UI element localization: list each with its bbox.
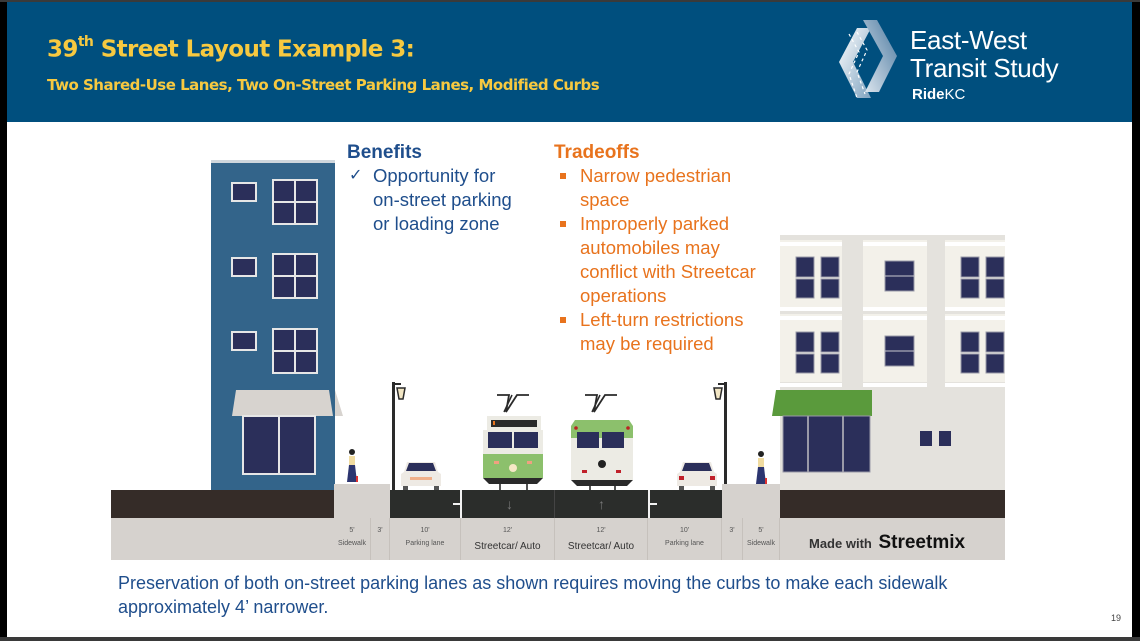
tradeoff-item: Narrow pedestrian space xyxy=(554,164,756,212)
benefit-line: or loading zone xyxy=(373,213,500,234)
footer-note: Preservation of both on-street parking l… xyxy=(118,573,948,617)
segment-name: Sidewalk xyxy=(337,540,366,547)
street-cross-section: ↓ ↑ 5' Sidewalk 3' 10' Parking lane 12' … xyxy=(7,2,1132,637)
slide-title: 39th Street Layout Example 3: xyxy=(47,34,415,63)
segment-streetcar-lane-1: 12' Streetcar/ Auto xyxy=(461,518,555,560)
title-text: Street Layout Example 3: xyxy=(93,36,415,63)
tradeoff-line: space xyxy=(580,189,630,210)
benefits-section: Benefits ✓ Opportunity for on-street par… xyxy=(347,142,512,236)
segment-name: Sidewalk xyxy=(746,540,775,547)
tradeoff-line: operations xyxy=(580,285,667,306)
segment-width: 5' xyxy=(758,527,764,534)
street-lamp-left xyxy=(392,382,406,490)
brand-kc: KC xyxy=(944,86,966,103)
parked-car-left xyxy=(401,462,441,491)
pedestrian-right xyxy=(756,451,767,484)
streetmix-credit: Made with Streetmix xyxy=(809,532,965,554)
segment-right-sidewalk: 5' Sidewalk xyxy=(743,518,780,560)
down-arrow-icon: ↓ xyxy=(506,496,513,512)
square-bullet-icon xyxy=(560,317,566,323)
benefit-item: ✓ Opportunity for on-street parking or l… xyxy=(347,164,512,236)
roadway xyxy=(390,490,722,518)
square-bullet-icon xyxy=(560,173,566,179)
segment-width: 12' xyxy=(502,527,513,534)
right-building xyxy=(772,235,1005,490)
east-west-transit-logo: East-West Transit Study RideKC xyxy=(827,16,1127,112)
street-lamp-right xyxy=(713,382,727,490)
segment-name: Streetcar/ Auto xyxy=(474,541,541,552)
slide: 39th Street Layout Example 3: Two Shared… xyxy=(7,2,1132,637)
segment-name: Streetcar/ Auto xyxy=(567,541,635,552)
parked-car-right xyxy=(677,462,717,491)
square-bullet-icon xyxy=(560,221,566,227)
segment-labels-strip xyxy=(111,518,1005,560)
pedestrian-left xyxy=(347,449,358,482)
tradeoffs-section: Tradeoffs Narrow pedestrian space Improp… xyxy=(554,142,756,356)
bottom-border xyxy=(0,637,1140,641)
top-border xyxy=(0,0,1140,2)
ridekc-brand: RideKC xyxy=(912,86,965,103)
tradeoff-line: automobiles may xyxy=(580,237,720,258)
right-sidewalk xyxy=(722,484,780,518)
logo-line-1: East-West xyxy=(910,25,1027,55)
brand-ride: Ride xyxy=(912,86,945,103)
segment-streetcar-lane-2: 12' Streetcar/ Auto xyxy=(555,518,648,560)
streetcar-southbound xyxy=(483,394,543,518)
checkmark-icon: ✓ xyxy=(349,167,363,184)
title-number: 39 xyxy=(47,36,78,63)
up-arrow-icon: ↑ xyxy=(598,496,605,512)
credit-prefix: Made with xyxy=(809,536,872,551)
segment-right-parking: 10' Parking lane xyxy=(648,518,722,560)
tradeoff-item: Improperly parked automobiles may confli… xyxy=(554,212,756,308)
segment-width: 12' xyxy=(596,527,606,534)
segment-left-sidewalk: 5' Sidewalk xyxy=(334,518,371,560)
left-sidewalk xyxy=(334,484,390,518)
left-building xyxy=(211,160,343,490)
street-illustration xyxy=(211,160,1005,518)
credit-brand: Streetmix xyxy=(878,532,966,553)
segment-width: 3' xyxy=(729,527,735,534)
segment-width: 10' xyxy=(679,527,690,534)
segment-width: 3' xyxy=(377,527,383,534)
tradeoff-item: Left-turn restrictions may be required xyxy=(554,308,756,356)
tradeoffs-heading: Tradeoffs xyxy=(554,142,640,163)
lane-marking xyxy=(649,503,657,505)
segment-left-buffer: 3' xyxy=(371,518,390,560)
tradeoff-line: Left-turn restrictions xyxy=(580,309,744,330)
tradeoff-line: conflict with Streetcar xyxy=(580,261,756,282)
page-number: 19 xyxy=(1111,613,1122,623)
slide-subtitle: Two Shared-Use Lanes, Two On-Street Park… xyxy=(47,76,600,94)
center-line xyxy=(554,490,555,518)
logo-title: East-West Transit Study xyxy=(910,25,1059,83)
segment-left-parking: 10' Parking lane xyxy=(390,518,461,560)
header-band: 39th Street Layout Example 3: Two Shared… xyxy=(7,2,1132,122)
tradeoff-line: Narrow pedestrian xyxy=(580,165,732,186)
logo-line-2: Transit Study xyxy=(910,53,1059,83)
chevron-arrows-icon xyxy=(839,20,897,99)
tradeoff-line: Improperly parked xyxy=(580,213,730,234)
lane-divider xyxy=(460,490,462,518)
segment-right-buffer: 3' xyxy=(722,518,743,560)
title-ordinal: th xyxy=(77,34,94,50)
benefit-line: Opportunity for xyxy=(373,165,496,186)
benefits-heading: Benefits xyxy=(347,142,422,163)
segment-name: Parking lane xyxy=(665,540,704,547)
segment-width: 10' xyxy=(420,527,430,534)
benefit-line: on-street parking xyxy=(373,189,512,210)
lane-marking xyxy=(453,503,461,505)
segment-name: Parking lane xyxy=(405,540,445,547)
segment-width: 5' xyxy=(349,527,355,534)
tradeoff-line: may be required xyxy=(580,333,714,354)
